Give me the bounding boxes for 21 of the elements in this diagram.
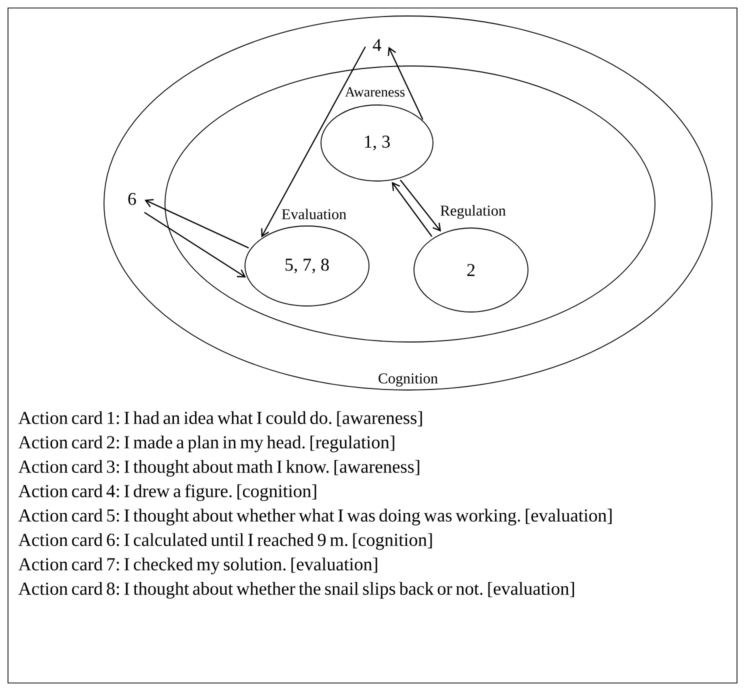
arrow (144, 199, 249, 248)
action-card-text: Action card 2: I made a plan in my head. [regulation] (18, 436, 394, 452)
heading-text: Evaluation (282, 208, 346, 220)
arrow (388, 46, 424, 120)
heading-text: Regulation (440, 205, 506, 219)
action-card-text: Action card 8: I thought about whether the snail slips back or not. [evaluation] (18, 582, 574, 599)
action-card-text: Action card 4: I drew a figure. [cognition] (18, 484, 316, 502)
arrow (392, 182, 432, 237)
action-card-text: Action card 3: I thought about math I know. [awareness] (18, 460, 420, 477)
action-card-text: Action card 1: I had an idea what I could do. [awareness] (18, 411, 422, 426)
action-card-text: Action card 7: I checked my solution. [evaluation] (18, 558, 378, 574)
heading-text: Cognition (378, 373, 438, 387)
action-card-text: Action card 5: I thought about whether what I was doing was working. [evaluation] (18, 508, 612, 526)
action-card-text: Action card 6: I calculated until I reached 9 m. [cognition] (18, 533, 432, 550)
number-text: 4 (372, 39, 382, 51)
arrow (261, 46, 366, 238)
inner-ellipse (164, 66, 656, 342)
number-text: 6 (128, 192, 136, 206)
arrow (400, 180, 442, 232)
arrow (144, 212, 246, 278)
heading-text: Awareness (345, 87, 405, 97)
